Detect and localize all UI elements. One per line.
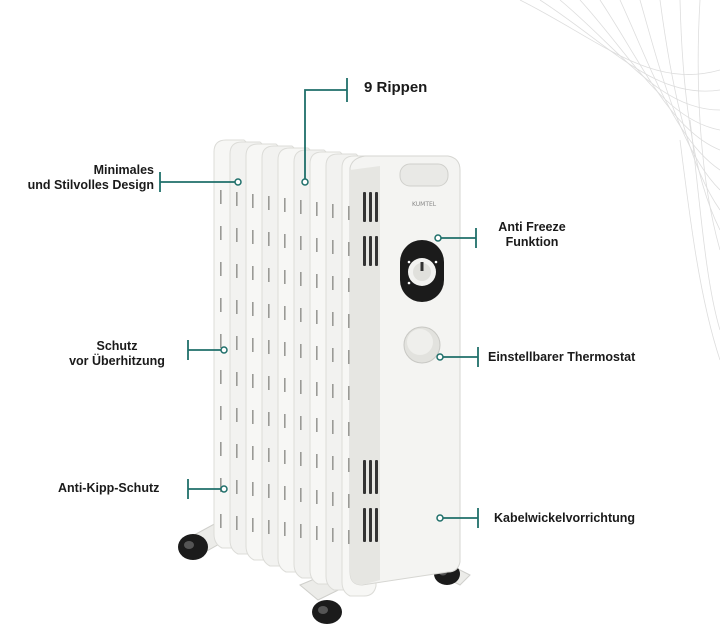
vent-slots xyxy=(363,192,378,542)
callout-line-fins xyxy=(304,89,347,180)
callout-dot-antifreeze xyxy=(434,234,442,242)
callout-label-thermostat: Einstellbarer Thermostat xyxy=(488,350,636,364)
power-dial xyxy=(400,240,444,302)
carry-handle xyxy=(399,163,449,187)
callout-dot-overheat xyxy=(220,346,228,354)
callout-dot-tipover xyxy=(220,485,228,493)
callout-dot-cable xyxy=(436,514,444,522)
callout-label-tipover: Anti-Kipp-Schutz xyxy=(58,481,160,495)
callout-label-design: Minimales und Stilvolles Design xyxy=(27,163,154,192)
callout-dot-fins xyxy=(301,178,309,186)
brand-logo: KUMTEL xyxy=(412,201,437,208)
decorative-waves xyxy=(519,0,720,361)
callout-dot-thermostat xyxy=(436,353,444,361)
callout-label-cable: Kabelwickelvorrichtung xyxy=(494,511,636,525)
callout-dot-design xyxy=(234,178,242,186)
thermostat-knob xyxy=(403,326,441,364)
callout-lines xyxy=(159,78,479,528)
callout-label-antifreeze: Anti Freeze Funktion xyxy=(498,220,566,249)
callout-label-fins: 9 Rippen xyxy=(364,79,428,96)
heater-control-body: KUMTEL xyxy=(349,155,461,586)
callout-label-overheat: Schutz vor Überhitzung xyxy=(69,339,165,368)
